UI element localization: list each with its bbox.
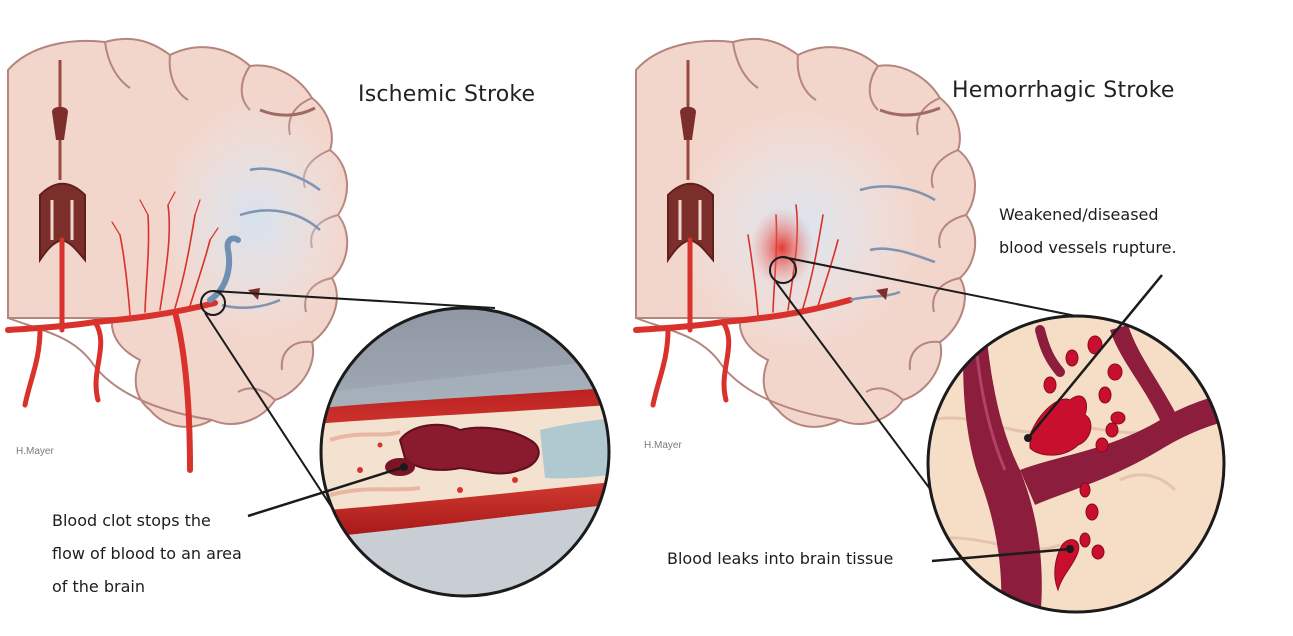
hemorrhagic-artist-credit: H.Mayer (644, 440, 682, 451)
ischemic-title: Ischemic Stroke (358, 82, 535, 107)
hemorrhagic-title: Hemorrhagic Stroke (952, 78, 1175, 103)
hemorrhage-site (750, 208, 814, 288)
ischemic-callout-line-2: flow of blood to an area (52, 537, 242, 570)
rupture-callout-line-1: Weakened/diseased (999, 198, 1177, 231)
ischemic-callout-line-3: of the brain (52, 570, 242, 603)
ischemic-callout: Blood clot stops the flow of blood to an… (52, 504, 242, 603)
ischemic-callout-line-1: Blood clot stops the (52, 504, 242, 537)
hemorrhagic-rupture-inset (928, 275, 1230, 620)
rupture-callout: Weakened/diseased blood vessels rupture. (999, 198, 1177, 264)
ischemic-artist-credit: H.Mayer (16, 446, 54, 457)
rupture-callout-line-2: blood vessels rupture. (999, 231, 1177, 264)
leak-callout: Blood leaks into brain tissue (667, 542, 893, 575)
